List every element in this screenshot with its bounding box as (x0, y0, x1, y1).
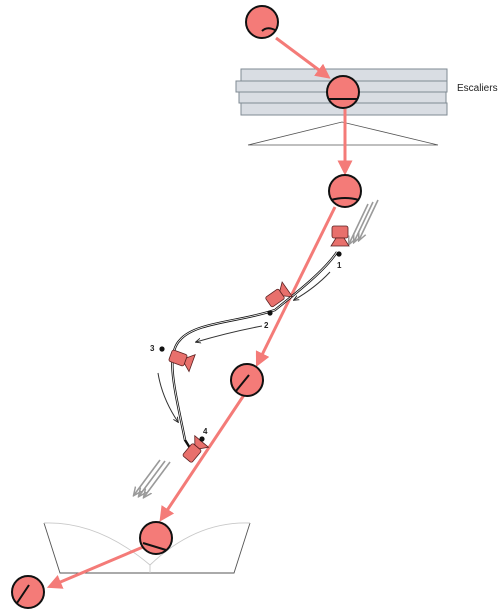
trajectory-arrow-3 (255, 206, 337, 368)
camera-1-label: 1 (337, 261, 342, 270)
ball-6 (11, 575, 45, 609)
camera-path (171, 251, 338, 449)
camera-motion-arrows (157, 271, 331, 422)
trajectory-arrow-5 (46, 545, 144, 589)
ball-trajectory (46, 36, 353, 589)
camera-3-point (159, 346, 165, 352)
camera-4-label: 4 (203, 427, 208, 436)
ghost-arrows-top (349, 199, 379, 244)
ball-3 (328, 174, 362, 208)
ghost-arrows-bottom (134, 459, 171, 497)
ground-curves (43, 522, 251, 573)
camera-4-point (199, 436, 205, 442)
camera-3-label: 3 (150, 344, 155, 353)
motion-arrow-3 (157, 372, 178, 422)
ground-outline (43, 522, 251, 574)
camera-3 (168, 349, 196, 373)
ball-1 (245, 5, 279, 39)
camera-2-label: 2 (264, 321, 269, 330)
trajectory-arrow-1 (275, 36, 331, 79)
ball-4 (230, 363, 264, 397)
ball-5 (139, 521, 173, 555)
camera-2 (265, 281, 294, 308)
motion-arrow-1 (294, 271, 331, 300)
camera-1-point (336, 251, 342, 257)
stair-base-lines (247, 121, 439, 146)
stairs-label: Escaliers (457, 83, 498, 94)
ball-2 (326, 75, 360, 109)
camera-path-inner (171, 251, 338, 441)
camera-2-point (267, 310, 273, 316)
camera-1 (330, 225, 350, 247)
camera-4 (182, 434, 210, 463)
trajectory-arrow-4 (159, 394, 246, 522)
motion-arrow-2 (196, 325, 263, 342)
